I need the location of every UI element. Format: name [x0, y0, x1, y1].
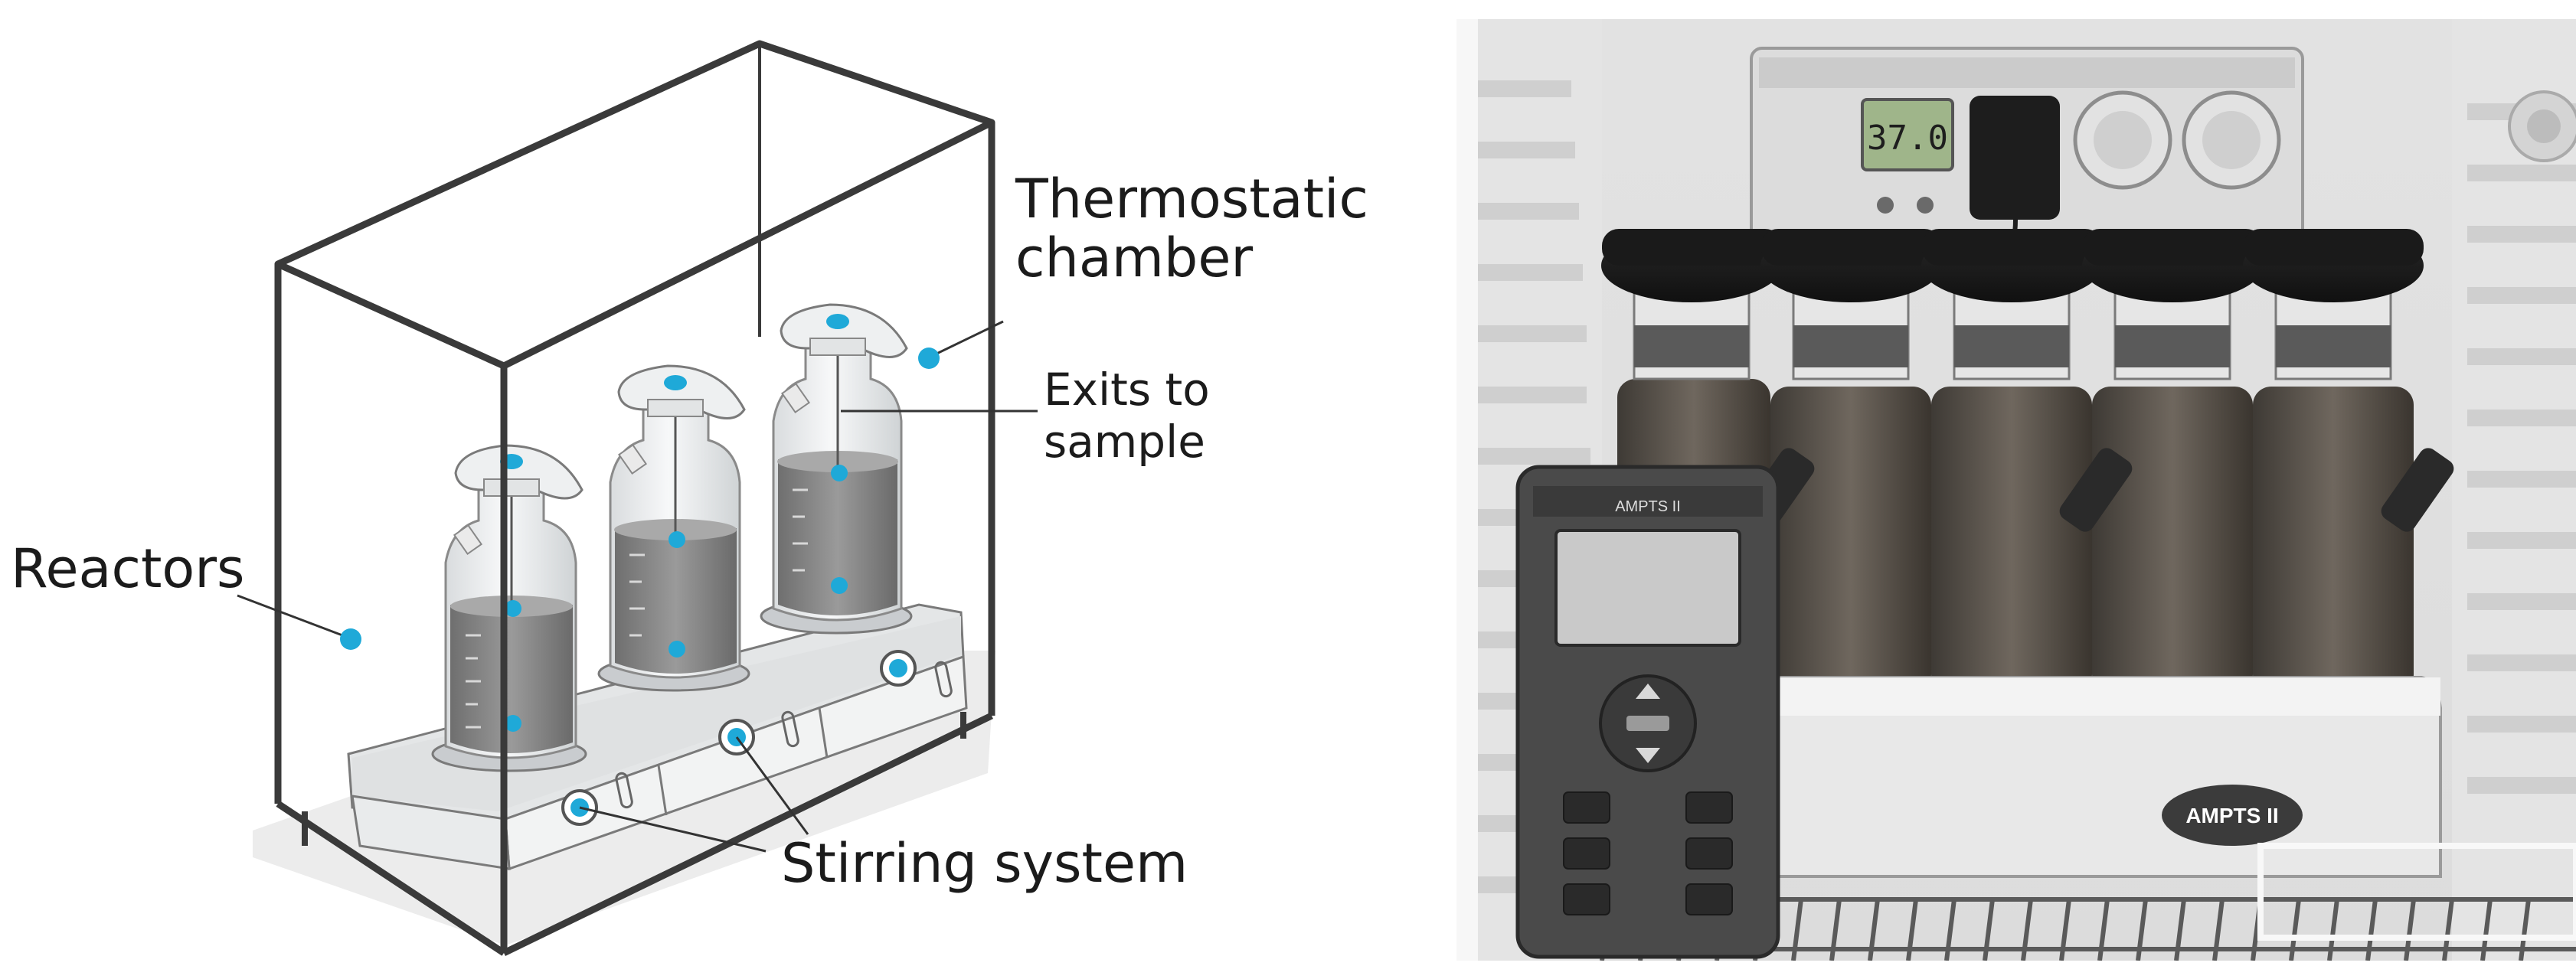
right-wall-ribs	[2467, 103, 2576, 794]
temperature-display	[1861, 98, 1954, 171]
ampts-base-tray: AMPTS II	[1757, 676, 2442, 878]
label-reactors: Reactors	[11, 537, 245, 600]
temperature-reading: 37.0	[1867, 119, 1948, 158]
label-exits-to-sample: Exits to sample	[1044, 364, 1210, 468]
ampts-badge-text: AMPTS II	[2185, 804, 2278, 827]
reactor-schematic: Thermostatic chamber Exits to sample Rea…	[11, 40, 1368, 957]
reactor-bottle	[760, 303, 913, 635]
photo-drawing: 37.0	[1456, 19, 2576, 961]
power-adapter	[1970, 96, 2060, 220]
callout-lines	[237, 320, 1038, 853]
reactor-bottle	[597, 364, 750, 692]
handheld-controller	[1515, 465, 1780, 959]
label-thermostatic-chamber: Thermostatic chamber	[1015, 168, 1368, 289]
temperature-control-box: 37.0	[1750, 47, 2304, 256]
ampts-photo: 37.0	[1456, 19, 2576, 961]
stirrer-knob	[880, 650, 917, 687]
controller-screen	[1554, 529, 1741, 647]
ampts-badge	[2162, 785, 2303, 846]
reactor-bottle	[431, 444, 587, 772]
reactor-marker	[340, 628, 361, 650]
chamber-marker	[918, 348, 940, 369]
thermostatic-chamber-frame	[274, 40, 995, 957]
chamber-legs	[302, 712, 966, 846]
label-stirring-system: Stirring system	[781, 832, 1188, 895]
schematic-drawing	[237, 40, 1038, 957]
controller-label: AMPTS II	[1615, 498, 1681, 515]
